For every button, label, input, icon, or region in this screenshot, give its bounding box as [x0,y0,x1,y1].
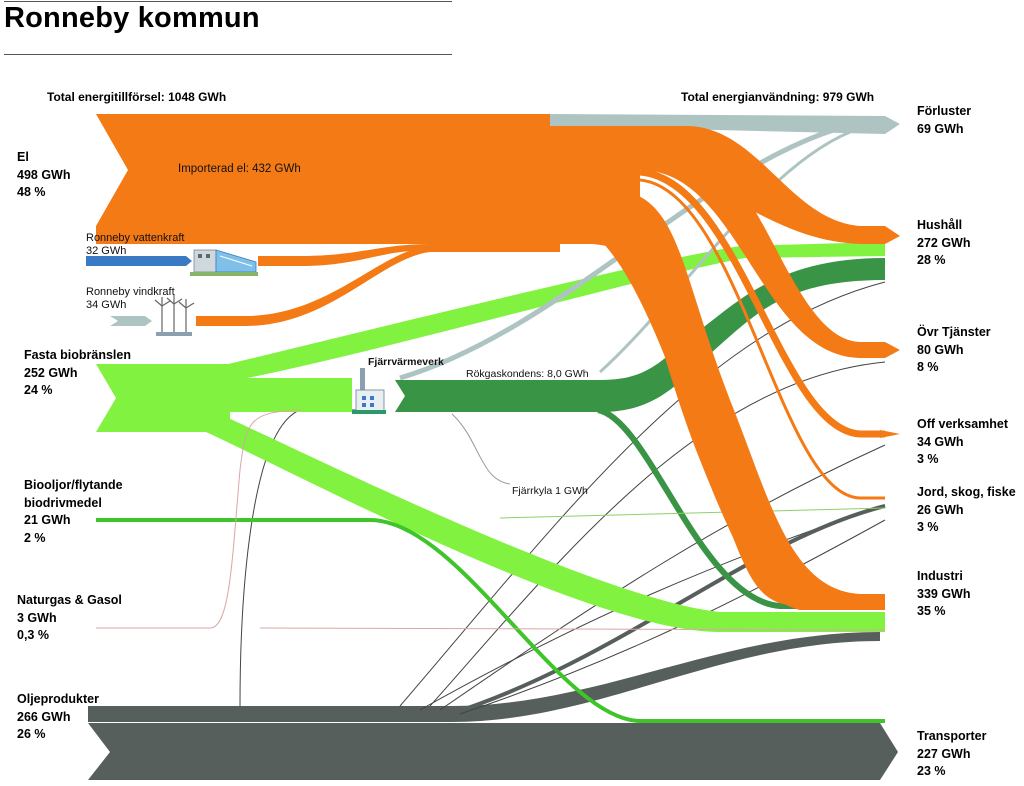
flow-vindkraft-out [196,246,430,326]
flow-fasta-hushall [220,242,885,382]
total-supply-label: Total energitillförsel: 1048 GWh [47,90,227,104]
flow-fjarrvarme [395,258,885,412]
flow-vindkraft-in [110,316,152,326]
flow-vattenkraft-in [86,256,192,266]
flow-bioolja [96,518,885,723]
label-rokgaskondens: Rökgaskondens: 8,0 GWh [466,368,589,380]
page-title: Ronneby kommun [4,2,260,34]
flow-bioolja-jord [499,507,886,519]
label-importerad-el: Importerad el: 432 GWh [178,163,301,175]
flow-olja-jord [449,504,886,716]
flow-el-off [639,168,885,438]
flow-naturgas-industri [259,627,886,631]
flow-el-industri-trunk [430,200,885,610]
flow-olja-industri [88,632,880,722]
flow-olja-transporter [88,723,898,780]
total-use-label: Total energianvändning: 979 GWh [681,90,875,104]
hydro-plant-icon [190,249,258,276]
flow-fjarrvarme-head [395,380,410,412]
flow-el-ovr [640,150,900,358]
flow-fasta-source [96,364,230,432]
flow-naturgas [96,409,301,629]
flow-vattenkraft-out [258,244,430,266]
flow-el-cover [430,240,560,252]
title-rule-top [4,1,452,2]
district-heating-plant-icon [352,368,386,414]
wind-turbine-icon [154,295,195,336]
flow-el-jord [639,178,885,500]
flow-fjarrkyla [451,413,511,485]
title-rule-bottom [4,54,452,55]
flow-fjarrvarme-industri [597,407,885,609]
flow-el-off-arrow [880,430,900,438]
flow-forluster [550,114,900,134]
flow-fasta-fjarrvarme [226,378,352,412]
label-fjarrvarmeverk: Fjärrvärmeverk [368,356,444,368]
label-fjarrkyla: Fjärrkyla 1 GWh [512,485,588,497]
flow-el-industri [550,190,885,606]
